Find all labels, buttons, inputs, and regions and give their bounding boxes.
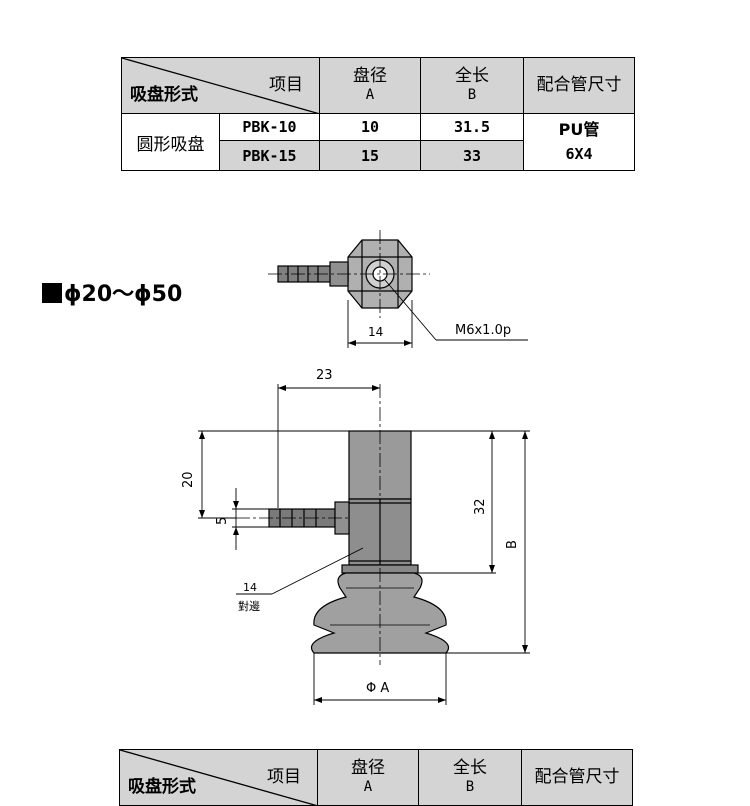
- diameter-label: 盘径: [353, 65, 387, 86]
- row-group-label: 圆形吸盘: [121, 113, 220, 171]
- diameter-cell: 10: [319, 113, 421, 141]
- corner-right-label: 项目: [269, 75, 303, 95]
- model-cell: PBK-15: [219, 140, 320, 171]
- table-corner-header: 吸盘形式 项目: [121, 57, 320, 114]
- col-header-pipe: 配合管尺寸: [523, 57, 635, 114]
- diameter-sub-label: A: [365, 86, 375, 103]
- dimension-arrows: [199, 340, 528, 703]
- section-title: ϕ20～ϕ50: [42, 276, 182, 308]
- col-header-length: 全长 B: [420, 57, 524, 114]
- dim-top-width: 14: [368, 325, 383, 339]
- spec-table-2: 吸盘形式 项目 盘径 A 全长 B 配合管尺寸: [119, 749, 633, 806]
- col-header-diameter: 盘径 A: [317, 749, 419, 806]
- table-corner-header: 吸盘形式 项目: [119, 749, 318, 806]
- length-sub-label: B: [465, 778, 475, 795]
- diameter-label: 盘径: [351, 757, 385, 778]
- pipe-line1: PU管: [558, 120, 600, 139]
- spec-table: 吸盘形式 项目 盘径 A 全长 B 配合管尺寸 圆形吸盘 PBK-10 10 3…: [121, 57, 635, 171]
- model-cell: PBK-10: [219, 113, 320, 141]
- top-view: [268, 230, 528, 348]
- pipe-line2: 6X4: [565, 145, 593, 163]
- length-cell: 33: [420, 140, 524, 171]
- front-view: [198, 384, 530, 705]
- dim-b: B: [505, 540, 520, 549]
- col-header-diameter: 盘径 A: [319, 57, 421, 114]
- diameter-sub-label: A: [363, 778, 373, 795]
- col-header-pipe: 配合管尺寸: [521, 749, 633, 806]
- corner-right-label: 项目: [267, 767, 301, 787]
- thread-label: M6x1.0p: [455, 323, 511, 338]
- length-label: 全长: [455, 65, 489, 86]
- dim-32: 32: [473, 498, 488, 515]
- section-title-text: ϕ20～ϕ50: [64, 282, 183, 307]
- diameter-cell: 15: [319, 140, 421, 171]
- hex-size: 14: [243, 581, 257, 594]
- length-label: 全长: [453, 757, 487, 778]
- pipe-size-cell: PU管 6X4: [523, 113, 635, 171]
- corner-left-label: 吸盘形式: [130, 85, 198, 105]
- length-cell: 31.5: [420, 113, 524, 141]
- length-sub-label: B: [467, 86, 477, 103]
- dim-23: 23: [316, 368, 333, 383]
- dim-20: 20: [181, 471, 196, 488]
- col-header-length: 全长 B: [418, 749, 522, 806]
- hex-label: 對邊: [238, 599, 260, 613]
- square-bullet-icon: [42, 283, 62, 303]
- dim-phi-a: Φ A: [366, 681, 389, 696]
- dim-5: 5: [215, 517, 230, 525]
- corner-left-label: 吸盘形式: [128, 777, 196, 797]
